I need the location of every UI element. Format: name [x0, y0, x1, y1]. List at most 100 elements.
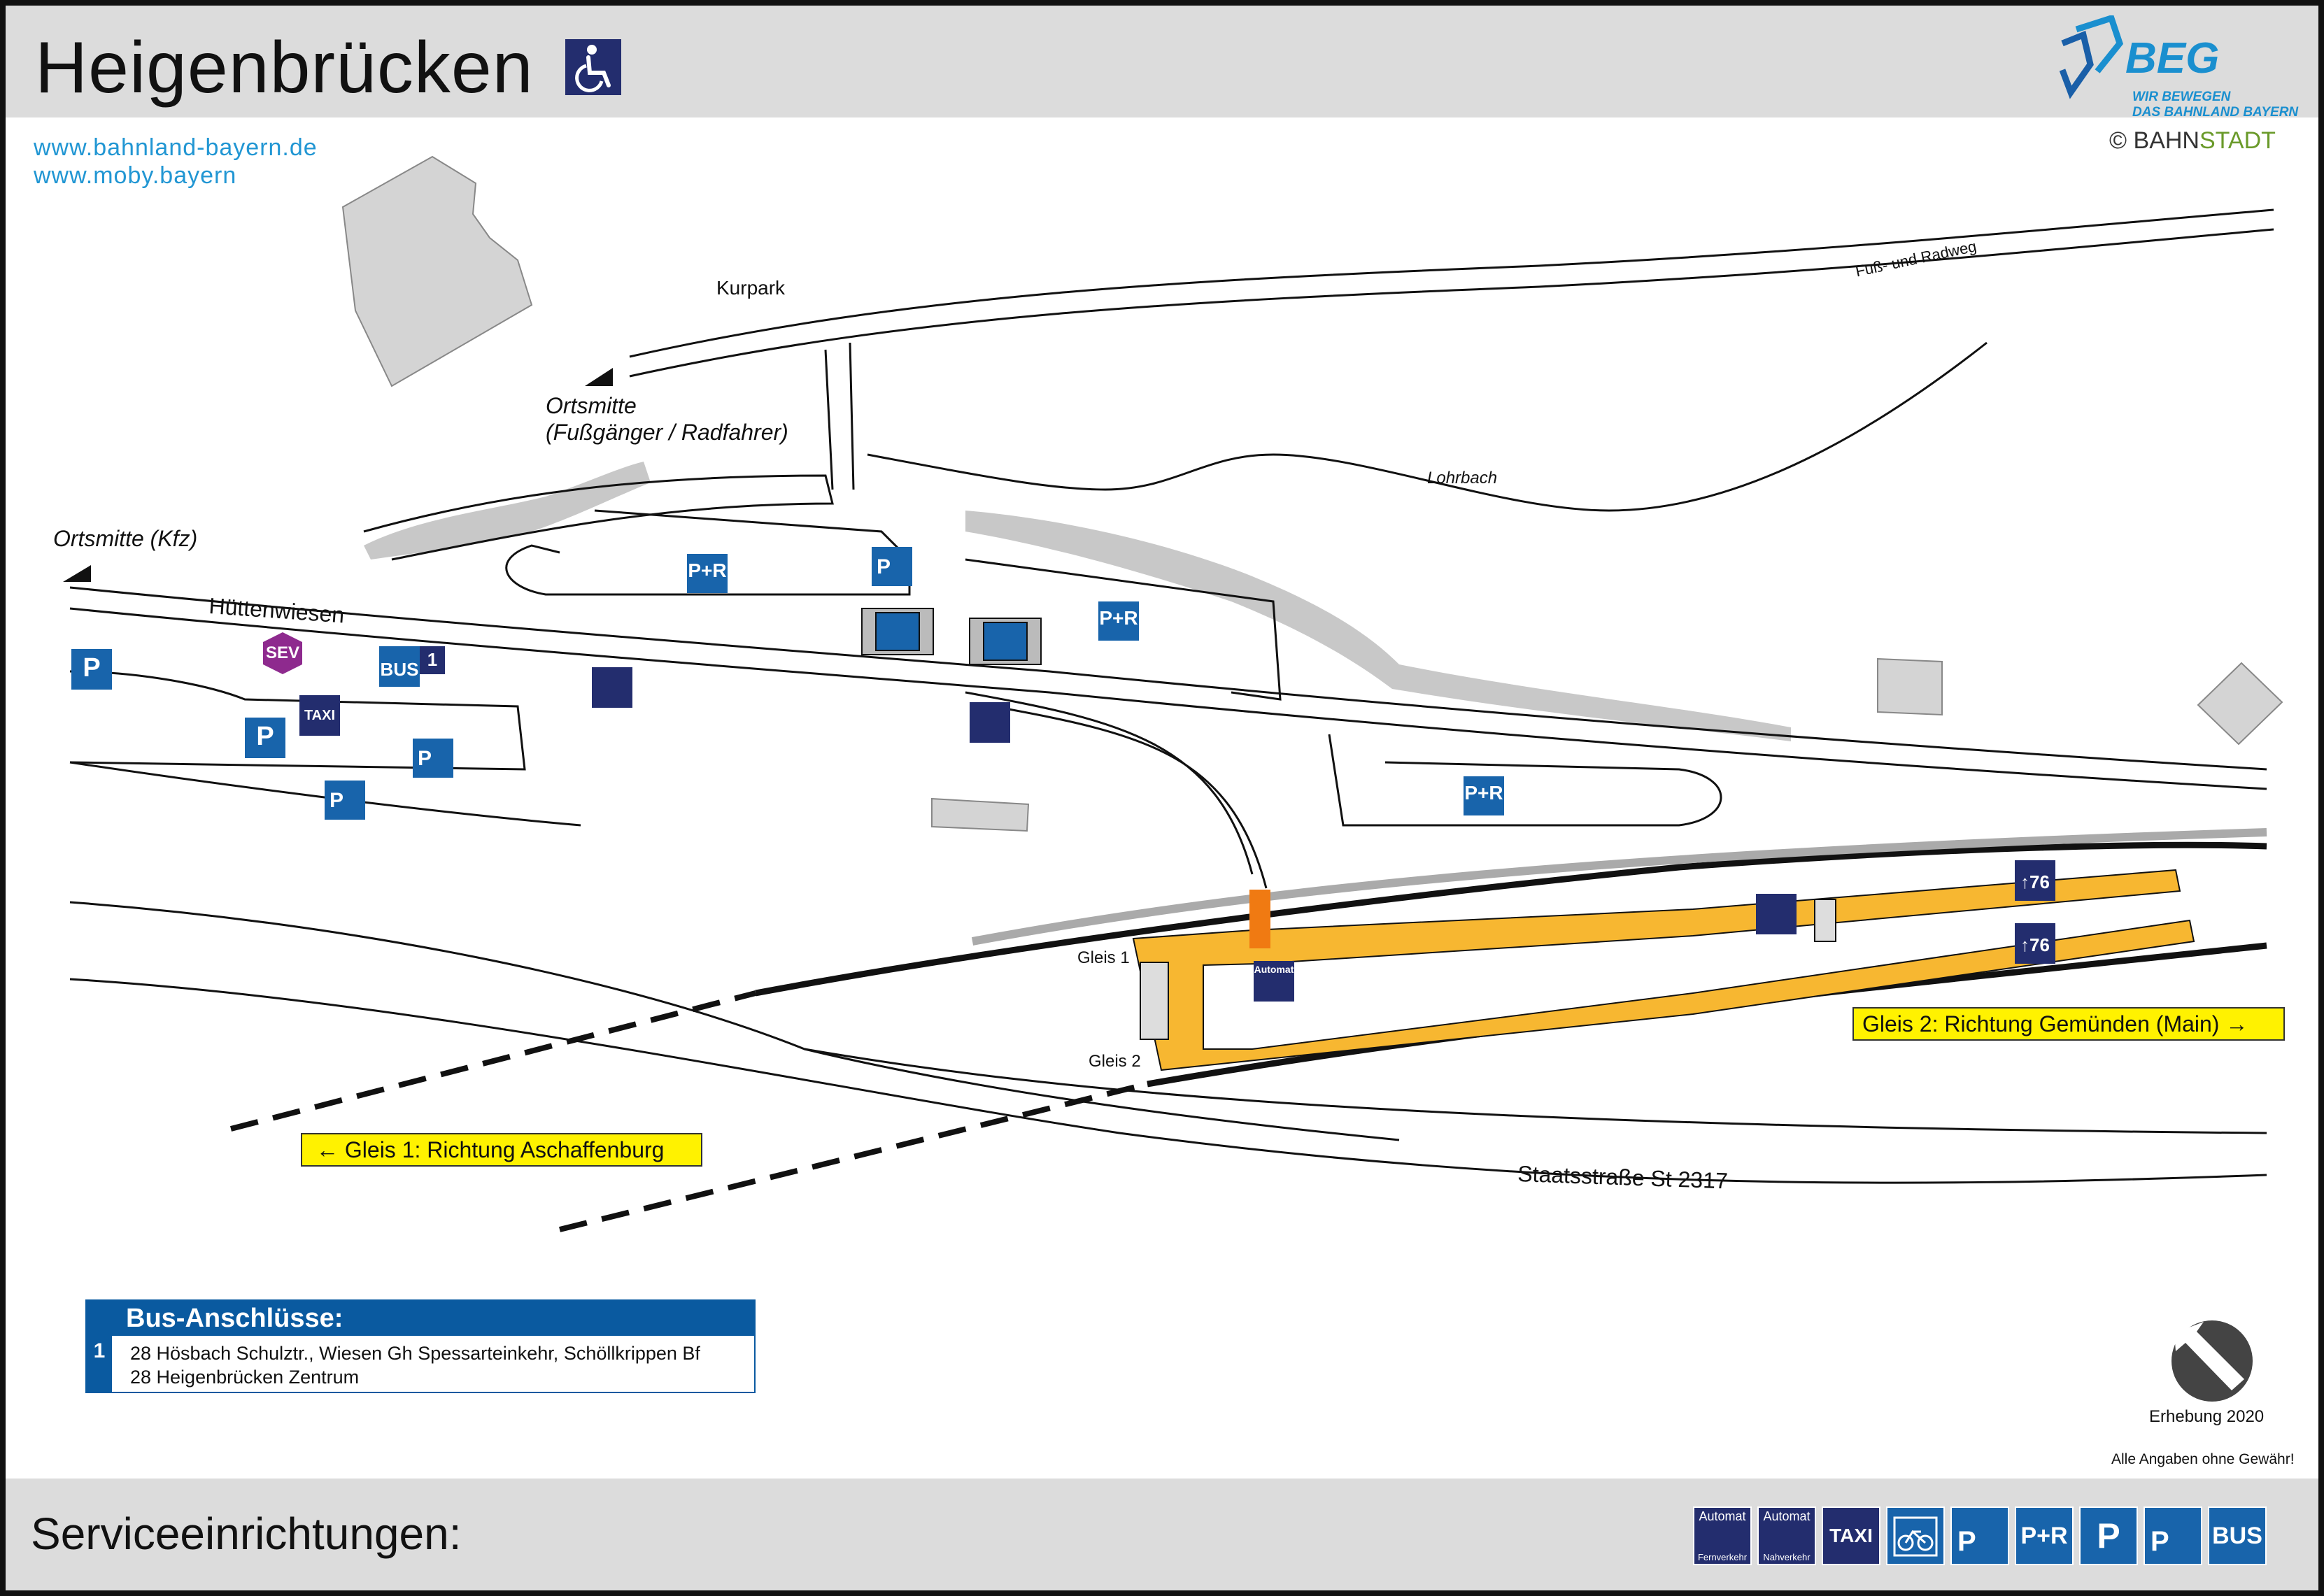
label-lohrbach: Lohrbach [1427, 469, 1498, 487]
beg-slogan-line1: WIR BEWEGEN [2132, 90, 2231, 104]
track-main-1 [755, 841, 2267, 997]
link-bahnland-bayern[interactable]: www.bahnland-bayern.de [34, 134, 318, 161]
ticket-machine-regional-icon: Automat Nahverkehr [1757, 1506, 1816, 1565]
disclaimer: Alle Angaben ohne Gewähr! [2111, 1451, 2295, 1467]
sev-label: SEV [265, 643, 300, 662]
track-gray [971, 828, 2267, 946]
parking-label-west: P [71, 653, 112, 683]
shelter-gleis1 [1140, 962, 1169, 1040]
road-bend-inner [993, 705, 1268, 889]
page-title: Heigenbrücken [35, 27, 534, 108]
kurpark-path-2 [849, 342, 855, 490]
footer-title: Serviceeinrichtungen: [31, 1509, 462, 1559]
short-term-parking-label: P [329, 789, 343, 812]
pr-label-1: P+R [687, 560, 728, 582]
legend-1-top: Automat [1763, 1509, 1811, 1523]
bus-connections-stop-number: 1 [87, 1336, 112, 1392]
railway [229, 828, 2267, 1232]
legend-0-bottom: Fernverkehr [1697, 1552, 1748, 1562]
parking-icon: P [2079, 1506, 2138, 1565]
building-kurpark [341, 155, 533, 387]
road-south-1 [69, 901, 1400, 1141]
shelter-platform [1814, 899, 1836, 942]
platform-height-sign-1 [2015, 860, 2055, 901]
accessible-parking-icon: P [1950, 1506, 2009, 1565]
bus-icon: BUS [2208, 1506, 2267, 1565]
ticket-machine-long-distance-icon: Automat Fernverkehr [1693, 1506, 1752, 1565]
direction-gleis1-text: Gleis 1: Richtung Aschaffenburg [344, 1137, 665, 1162]
platform-height-value-1: 76 [2029, 871, 2050, 892]
header-bar: Heigenbrücken BEG WIR BEWEGEN DAS BAHNLA… [6, 6, 2318, 120]
passage-sign-3 [1756, 894, 1797, 934]
parking-loop-north [505, 509, 911, 596]
bus-stop-number: 1 [427, 649, 438, 670]
shrub-area-west [364, 462, 651, 560]
survey-year: Erhebung 2020 [2149, 1407, 2265, 1426]
copyright-bahnstadt: © BAHNSTADT [2109, 127, 2276, 155]
platform-height-label-2: ↑76 [2020, 934, 2050, 955]
lohrbach [867, 341, 1988, 512]
bus-line-2: 28 Heigenbrücken Zentrum [130, 1367, 360, 1388]
platform-height-label-1: ↑76 [2020, 871, 2050, 892]
passage-sign-1 [592, 667, 632, 708]
platform-height-value-2: 76 [2029, 934, 2050, 955]
road-east-loop [965, 558, 1282, 701]
arrow-ortsmitte-fuss [585, 368, 613, 386]
bus-connections-panel: Bus-Anschlüsse: 1 28 Hösbach Schulztr., … [85, 1299, 756, 1393]
accessible-parking-label-north: P [876, 555, 891, 578]
pr-label-2: P+R [1098, 607, 1139, 629]
fuss-radweg [629, 208, 2274, 358]
ticket-machine-label: Automat [1254, 964, 1294, 975]
west-lane [69, 761, 581, 827]
building-east-1 [1877, 657, 1943, 716]
sev-sign [263, 632, 302, 674]
copyright-stadt: STADT [2199, 127, 2276, 154]
track-dashed-2 [559, 1081, 1148, 1232]
direction-gleis2-text: Gleis 2: Richtung Gemünden (Main) [1862, 1011, 2220, 1036]
inner-road-north [363, 474, 834, 561]
taxi-label: TAXI [304, 708, 336, 723]
taxi-sign [299, 695, 340, 736]
ticket-machine-sign [1254, 961, 1294, 1002]
building-east-2 [2197, 662, 2283, 746]
accessible-parking-label-west: P [417, 747, 432, 770]
taxi-icon: TAXI [1822, 1506, 1880, 1565]
link-moby-bayern[interactable]: www.moby.bayern [34, 162, 237, 189]
bus-sign [379, 646, 445, 687]
platform-height-sign-2 [2015, 923, 2055, 964]
west-parking [69, 670, 526, 771]
staatsstrasse-north [804, 1048, 2267, 1134]
bike-parking-2 [969, 618, 1042, 665]
north-arrow-icon [2171, 1320, 2253, 1402]
short-term-parking-sign [325, 781, 365, 820]
direction-sign-gleis2: Gleis 2: Richtung Gemünden (Main) → [1852, 1007, 2285, 1041]
label-gleis1: Gleis 1 [1077, 948, 1130, 967]
label-ortsmitte-fuss-2: (Fußgänger / Radfahrer) [546, 420, 788, 445]
beg-slogan-line2: DAS BAHNLAND BAYERN [2132, 105, 2299, 120]
label-ortsmitte-fuss-1: Ortsmitte [546, 393, 637, 418]
accessible-parking-sign-north [872, 547, 912, 586]
label-kurpark: Kurpark [716, 277, 786, 299]
parking-label-center: P [245, 722, 285, 752]
copyright-bahn: BAHN [2133, 127, 2199, 154]
kurpark-path-1 [824, 349, 834, 490]
beg-logo [2055, 15, 2265, 120]
footer-bar: Serviceeinrichtungen: Automat Fernverkeh… [6, 1479, 2318, 1590]
bike-parking-1 [861, 608, 934, 655]
road-huettenwiesen-south [69, 607, 2267, 790]
bus-label: BUS [380, 659, 419, 680]
pr-label-3: P+R [1464, 782, 1504, 804]
road-bend [965, 691, 1254, 875]
park-and-ride-icon: P+R [2015, 1506, 2074, 1565]
wheelchair-icon [565, 39, 621, 95]
shrub-area-east [965, 511, 1791, 741]
staatsstrasse-south [69, 978, 2267, 1184]
platform-access-ramp [1249, 890, 1270, 948]
direction-sign-gleis1: ← Gleis 1: Richtung Aschaffenburg [301, 1133, 702, 1167]
east-parking [1328, 734, 1722, 827]
fuss-radweg-edge [629, 228, 2274, 378]
bus-line-1: 28 Hösbach Schulztr., Wiesen Gh Spessart… [130, 1343, 700, 1364]
bus-connections-title: Bus-Anschlüsse: [87, 1301, 754, 1336]
platform-gleis-1-2 [1132, 869, 2195, 1071]
building-south [931, 797, 1030, 832]
